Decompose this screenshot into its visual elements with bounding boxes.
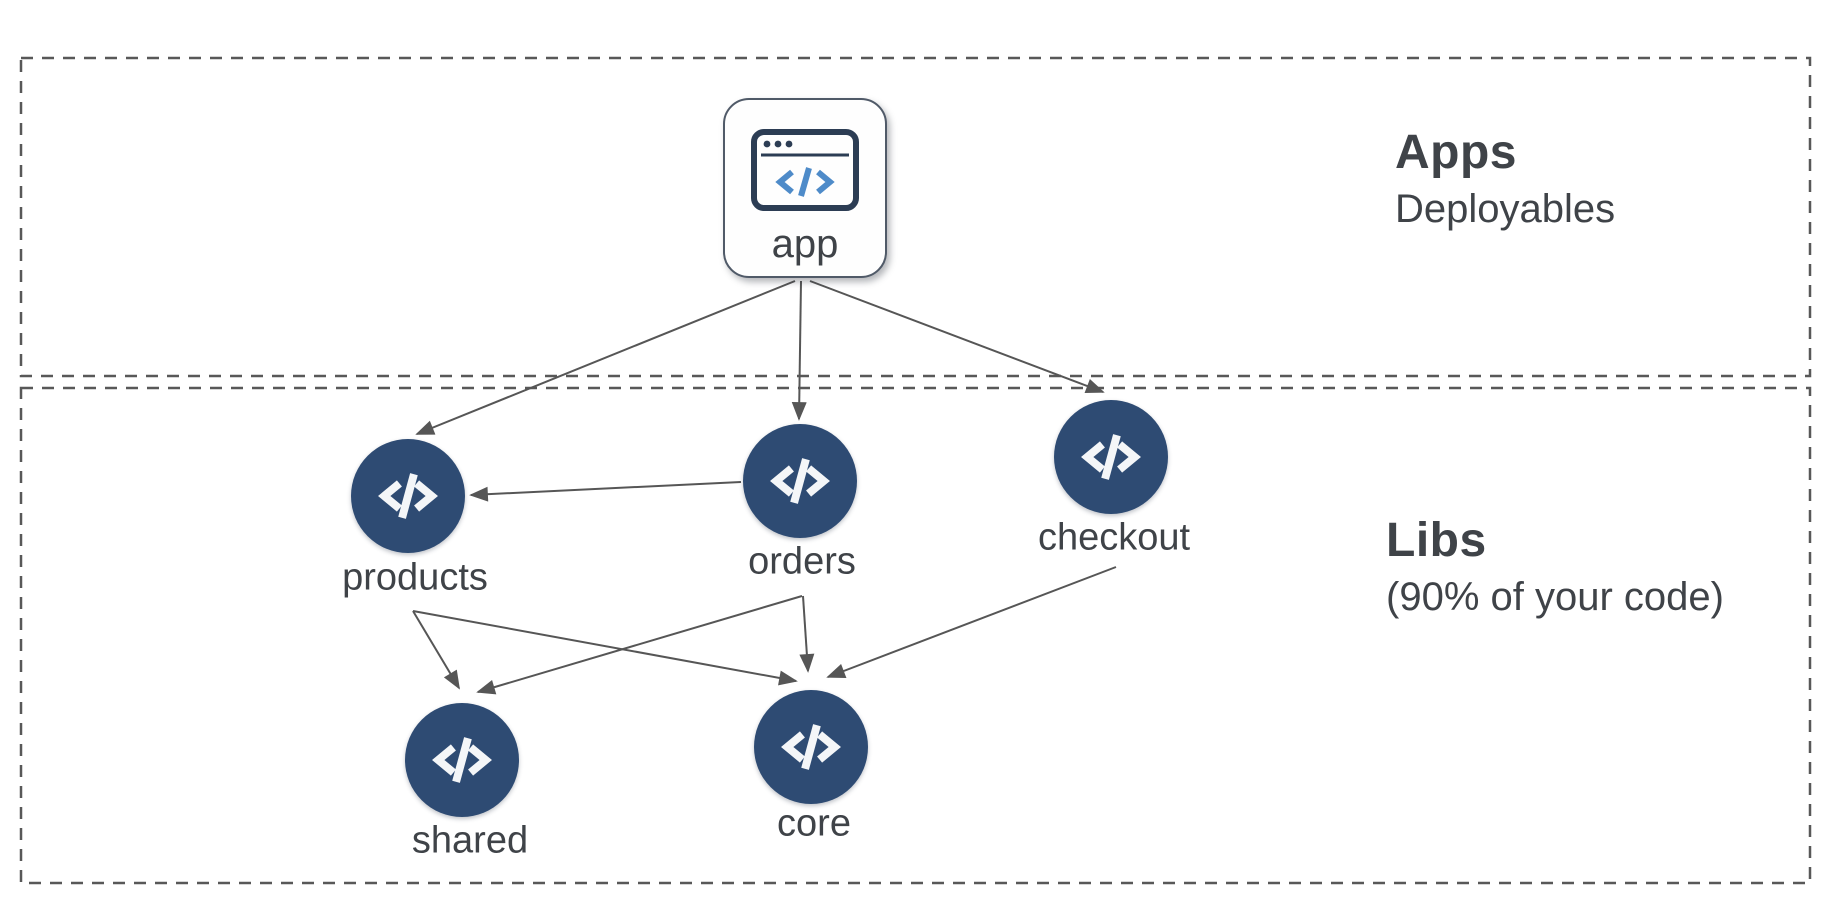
shared-node-label: shared [411, 819, 529, 862]
edge-products-shared [412, 610, 460, 690]
node-shared [405, 703, 519, 817]
orders-node-label: orders [748, 540, 856, 583]
libs-region-label: Libs (90% of your code) [1386, 514, 1724, 620]
edge-orders-products [469, 481, 742, 502]
edge-checkout-core [826, 566, 1117, 678]
checkout-node-label: checkout [1037, 516, 1191, 559]
products-node-label: products [342, 556, 488, 599]
apps-region-title: Apps [1395, 126, 1517, 179]
edge-products-core [412, 610, 798, 686]
code-icon [770, 458, 830, 504]
node-checkout [1054, 400, 1168, 514]
app-node-label: app [771, 222, 839, 266]
core-node-label: core [777, 802, 851, 845]
edge-orders-core [799, 595, 815, 673]
code-icon [432, 737, 492, 783]
node-products [351, 439, 465, 553]
node-orders [743, 424, 857, 538]
apps-region-subtitle: Deployables [1395, 187, 1616, 232]
edge-app-checkout [809, 280, 1105, 394]
browser-code-icon [751, 129, 859, 211]
apps-region-label: Apps Deployables [1395, 126, 1616, 232]
libs-region-subtitle: (90% of your code) [1386, 575, 1724, 620]
code-icon [781, 724, 841, 770]
node-core [754, 690, 868, 804]
libs-region-border [19, 386, 1812, 885]
code-icon [1081, 434, 1141, 480]
code-icon [378, 473, 438, 519]
libs-region-title: Libs [1386, 514, 1487, 567]
edge-orders-shared [476, 595, 803, 695]
edge-app-orders [791, 280, 807, 421]
edge-app-products [415, 280, 796, 435]
node-app: app [723, 98, 887, 278]
